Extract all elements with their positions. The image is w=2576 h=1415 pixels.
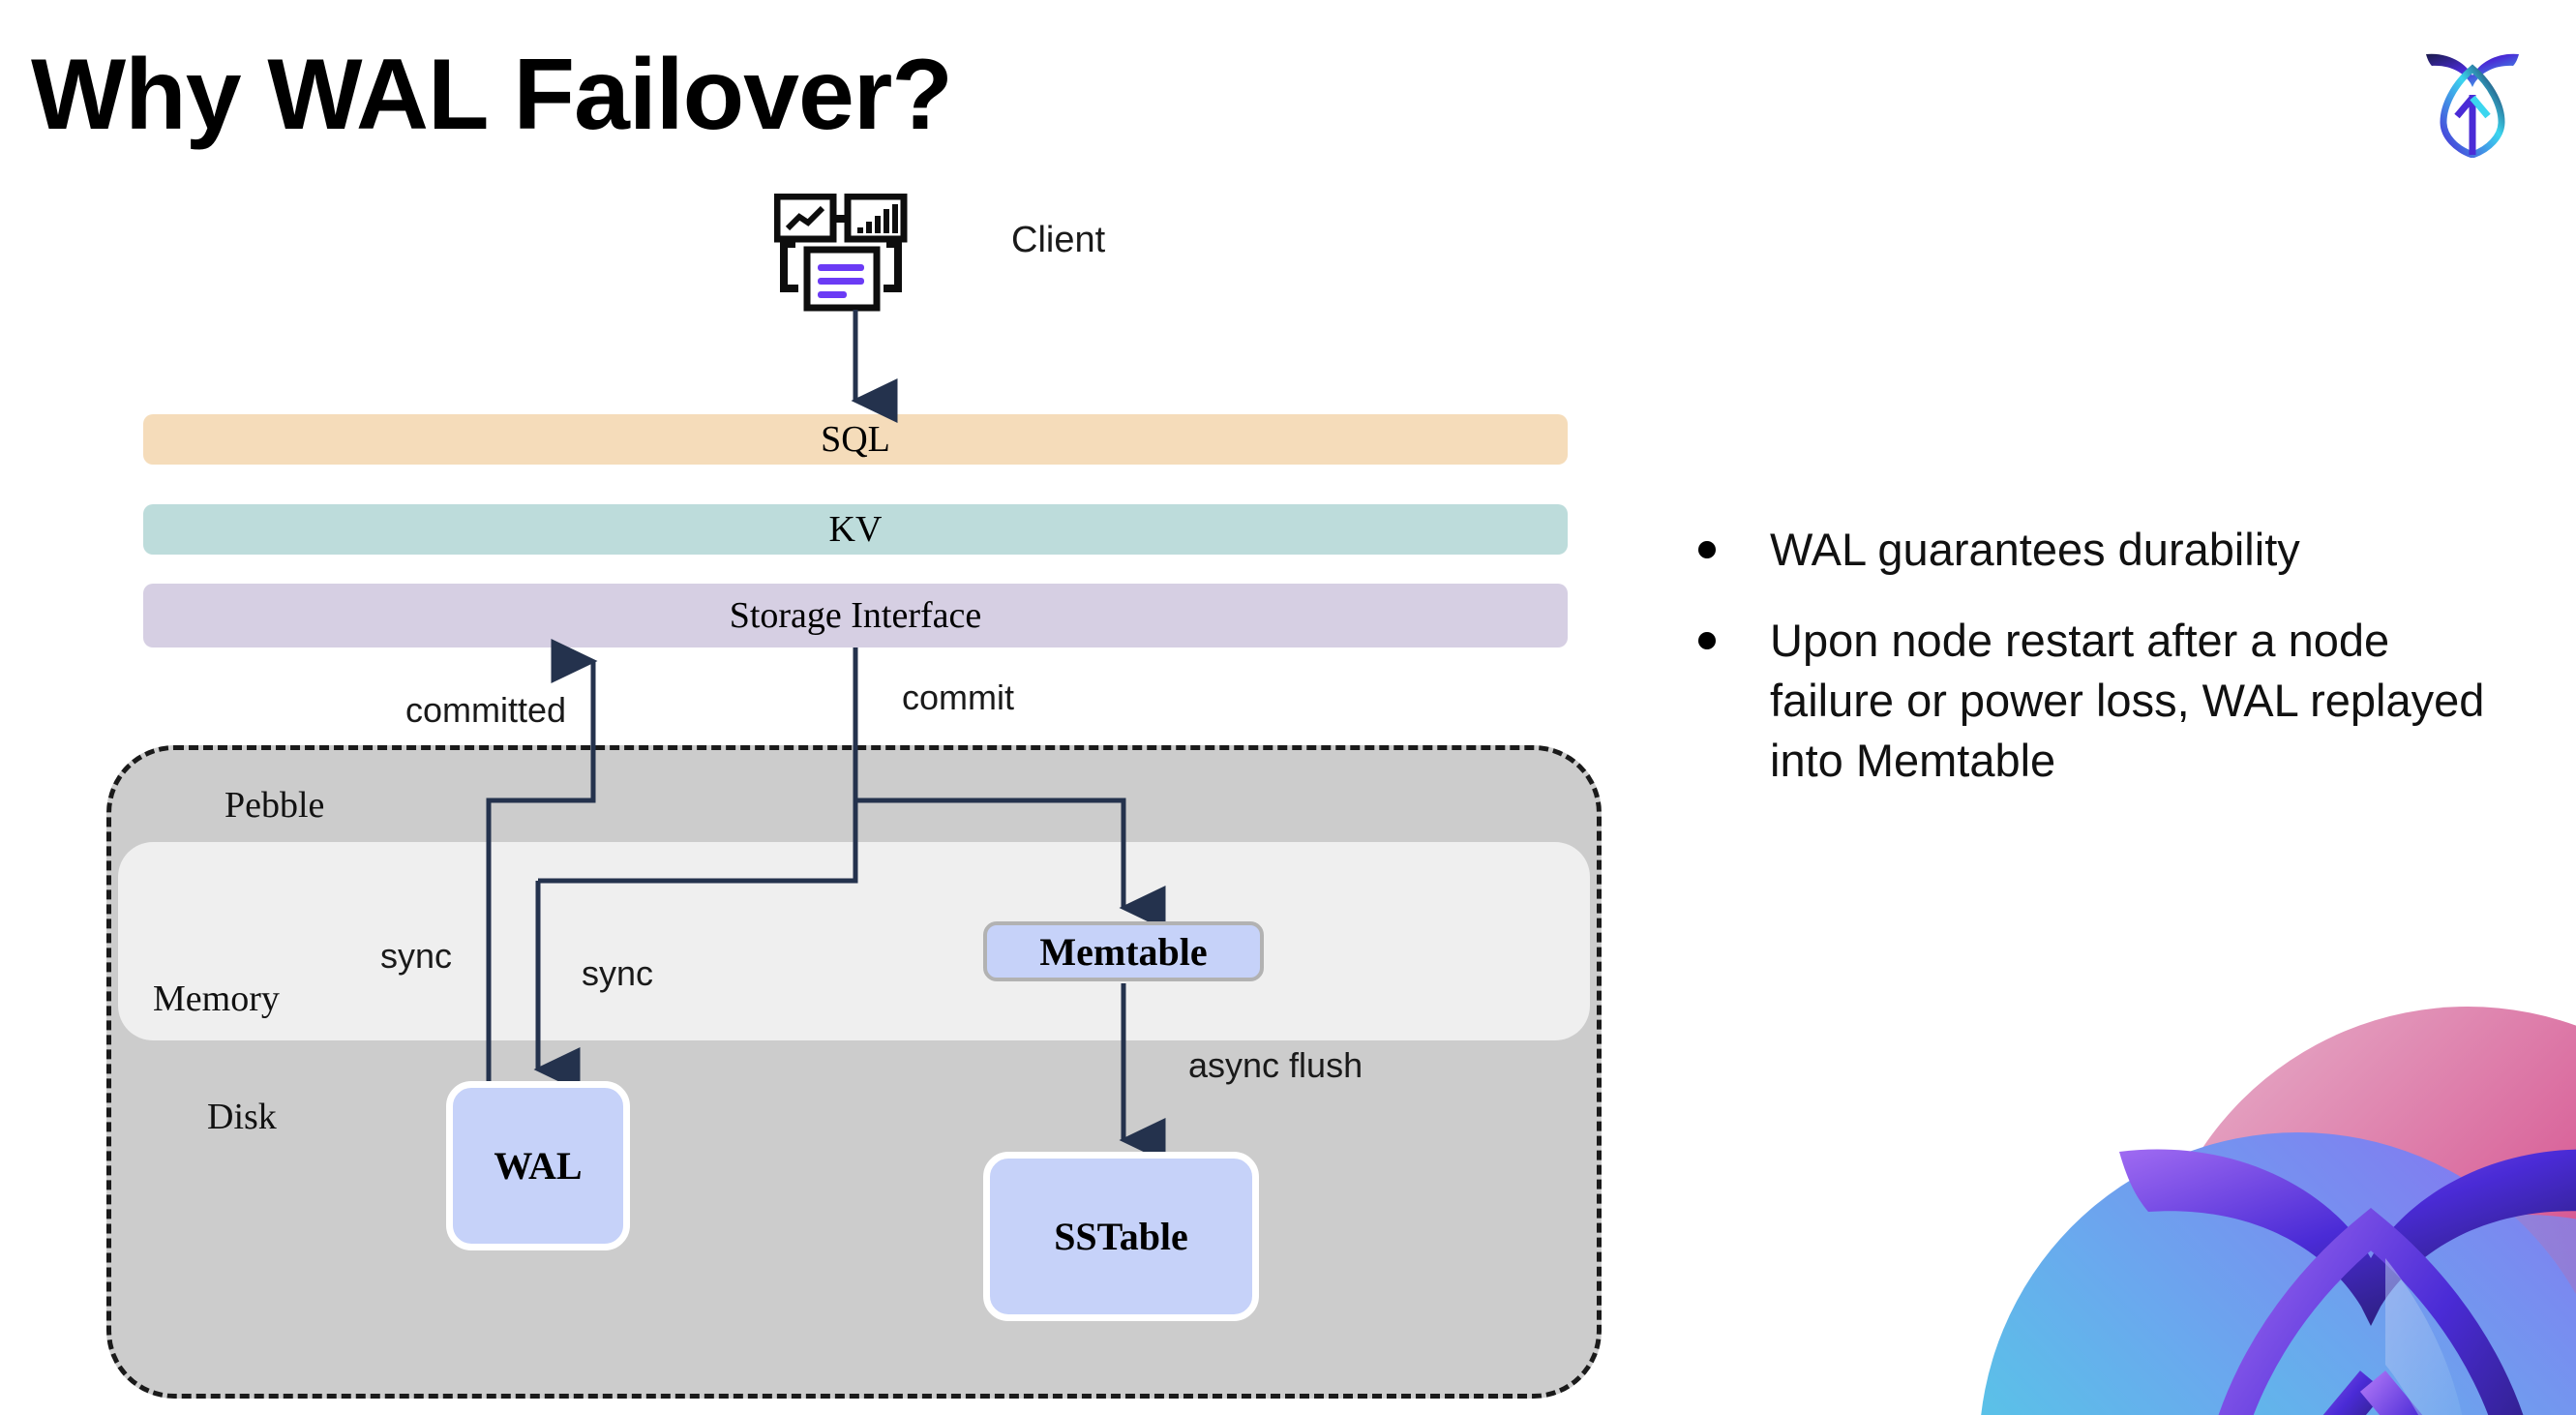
- memory-label: Memory: [153, 978, 280, 1019]
- pebble-label: Pebble: [225, 785, 325, 826]
- list-item: Upon node restart after a node failure o…: [1698, 611, 2501, 791]
- layer-bar-kv-label: KV: [828, 509, 883, 550]
- bullet-dot-icon: [1698, 541, 1716, 558]
- bullet-text: WAL guarantees durability: [1770, 524, 2300, 575]
- layer-bar-sql-label: SQL: [821, 419, 890, 460]
- edge-label-committed: committed: [405, 690, 567, 730]
- client-devices-icon: [773, 193, 929, 315]
- node-memtable[interactable]: Memtable: [983, 921, 1264, 981]
- node-wal[interactable]: WAL: [446, 1081, 630, 1250]
- page-title: Why WAL Failover?: [31, 39, 953, 151]
- node-sstable-label: SSTable: [1054, 1215, 1188, 1258]
- bullet-list: WAL guarantees durability Upon node rest…: [1698, 520, 2501, 822]
- edge-label-sync-1: sync: [380, 936, 453, 976]
- layer-bar-storage-interface-label: Storage Interface: [729, 595, 982, 636]
- node-sstable[interactable]: SSTable: [983, 1152, 1259, 1321]
- layer-bar-sql[interactable]: SQL: [143, 414, 1568, 465]
- node-memtable-label: Memtable: [1039, 929, 1208, 974]
- list-item: WAL guarantees durability: [1698, 520, 2501, 580]
- edge-label-sync-2: sync: [582, 953, 654, 993]
- edge-label-commit: commit: [902, 677, 1014, 717]
- disk-label: Disk: [207, 1097, 277, 1137]
- node-wal-label: WAL: [494, 1144, 583, 1188]
- decorative-logo-watermark: [1926, 910, 2576, 1415]
- memory-panel: [118, 842, 1590, 1040]
- cockroachdb-logo: [2414, 37, 2531, 159]
- bullet-dot-icon: [1698, 632, 1716, 650]
- bullet-text: Upon node restart after a node failure o…: [1770, 615, 2485, 787]
- layer-bar-storage-interface[interactable]: Storage Interface: [143, 584, 1568, 647]
- edge-label-async-flush: async flush: [1188, 1045, 1363, 1085]
- client-label: Client: [1011, 220, 1106, 260]
- layer-bar-kv[interactable]: KV: [143, 504, 1568, 555]
